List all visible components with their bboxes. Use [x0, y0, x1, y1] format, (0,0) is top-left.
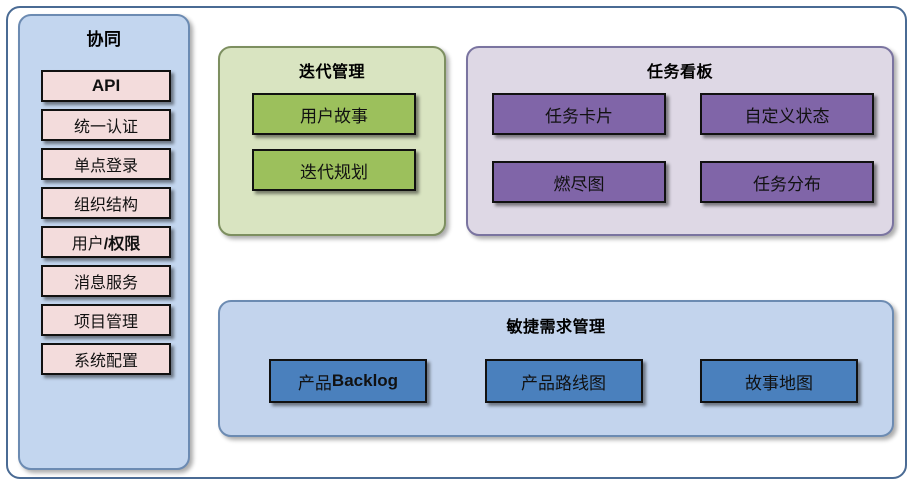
- agile-item-story-map[interactable]: 故事地图: [700, 359, 858, 403]
- sidebar-item-system-config-label: 系统配置: [73, 353, 138, 370]
- taskboard-item-burndown-chart-label: 燃尽图: [553, 174, 605, 194]
- agile-item-product-roadmap[interactable]: 产品路线图: [484, 359, 643, 403]
- panel-collaboration[interactable]: 协同 API 统一认证 单点登录 组织结构 用户/权限 消息服务 项目管理: [18, 14, 190, 470]
- panel-collaboration-title: 协同: [86, 30, 122, 49]
- agile-item-product-backlog-label-bold: Backlog: [331, 371, 399, 390]
- iteration-item-user-story[interactable]: 用户故事: [252, 93, 416, 135]
- sidebar-item-user-permission-label: 用户: [71, 236, 104, 253]
- sidebar-item-single-sign-on[interactable]: 单点登录: [41, 148, 171, 180]
- panel-iteration-management[interactable]: 迭代管理 用户故事 迭代规划: [218, 46, 446, 236]
- sidebar-item-single-sign-on-label: 单点登录: [73, 158, 138, 175]
- agile-item-product-roadmap-label: 产品路线图: [521, 373, 606, 393]
- taskboard-item-burndown-chart[interactable]: 燃尽图: [492, 161, 666, 203]
- panel-task-board-title: 任务看板: [646, 64, 713, 81]
- collaboration-item-list: API 统一认证 单点登录 组织结构 用户/权限 消息服务 项目管理 系统配置: [41, 70, 171, 382]
- taskboard-item-task-distribution-label: 任务分布: [753, 174, 821, 194]
- iteration-item-iteration-plan-label: 迭代规划: [300, 162, 368, 182]
- sidebar-item-user-permission-label-bold: /权限: [103, 236, 141, 253]
- taskboard-item-custom-status[interactable]: 自定义状态: [700, 93, 874, 135]
- sidebar-item-project-management[interactable]: 项目管理: [41, 304, 171, 336]
- sidebar-item-message-service[interactable]: 消息服务: [41, 265, 171, 297]
- panel-agile-requirement-management-title: 敏捷需求管理: [506, 319, 606, 336]
- taskboard-item-task-card[interactable]: 任务卡片: [492, 93, 666, 135]
- sidebar-item-org-structure-label: 组织结构: [73, 197, 138, 214]
- taskboard-item-task-distribution[interactable]: 任务分布: [700, 161, 874, 203]
- sidebar-item-api-label: API: [91, 76, 121, 95]
- task-board-item-grid: 任务卡片 自定义状态 燃尽图 任务分布: [492, 93, 874, 203]
- panel-task-board[interactable]: 任务看板 任务卡片 自定义状态 燃尽图 任务分布: [466, 46, 894, 236]
- iteration-item-iteration-plan[interactable]: 迭代规划: [252, 149, 416, 191]
- sidebar-item-system-config[interactable]: 系统配置: [41, 343, 171, 375]
- sidebar-item-org-structure[interactable]: 组织结构: [41, 187, 171, 219]
- taskboard-item-custom-status-label: 自定义状态: [744, 106, 830, 126]
- sidebar-item-unified-auth[interactable]: 统一认证: [41, 109, 171, 141]
- agile-item-product-backlog-label: 产品: [297, 373, 332, 393]
- sidebar-item-user-permission[interactable]: 用户/权限: [41, 226, 171, 258]
- sidebar-item-project-management-label: 项目管理: [73, 314, 138, 331]
- panel-iteration-management-title: 迭代管理: [298, 64, 365, 81]
- agile-item-story-map-label: 故事地图: [745, 373, 813, 393]
- sidebar-item-message-service-label: 消息服务: [73, 275, 138, 292]
- sidebar-item-unified-auth-label: 统一认证: [73, 119, 138, 136]
- taskboard-item-task-card-label: 任务卡片: [545, 106, 613, 126]
- iteration-item-user-story-label: 用户故事: [300, 106, 368, 126]
- iteration-item-list: 用户故事 迭代规划: [252, 93, 416, 205]
- sidebar-item-api[interactable]: API: [41, 70, 171, 102]
